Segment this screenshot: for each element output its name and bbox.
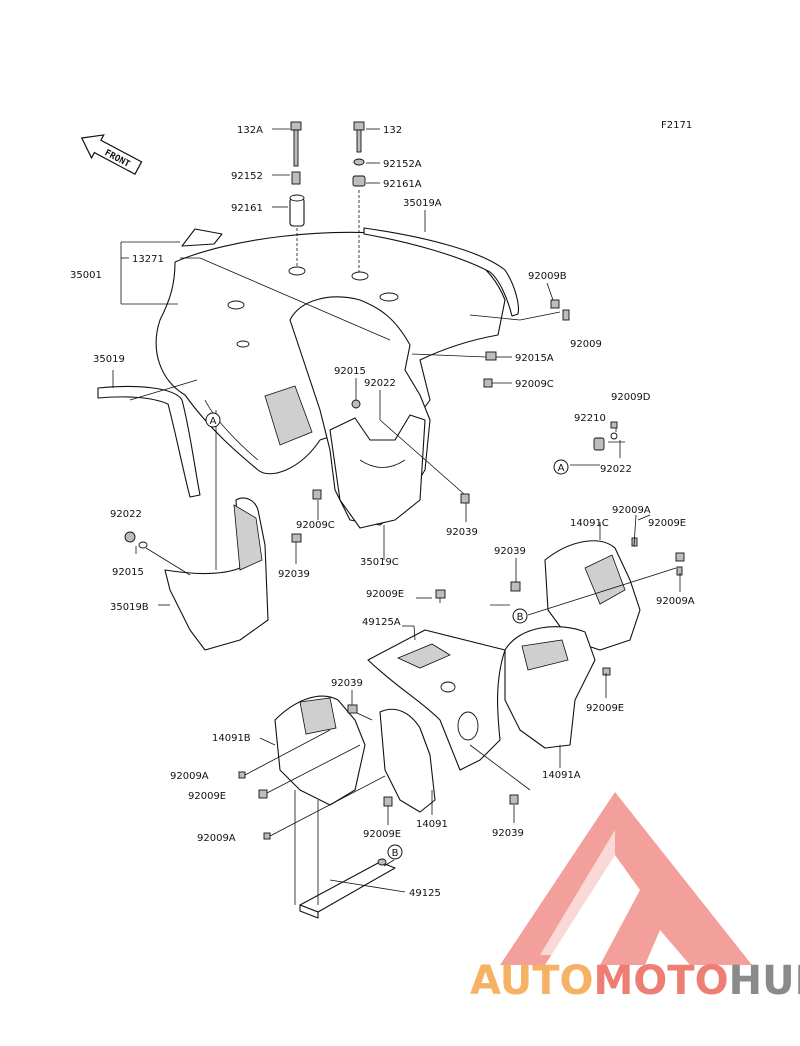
front-direction-arrow: FRONT (80, 134, 143, 176)
svg-text:A: A (210, 416, 217, 427)
part-label: 35019B (110, 602, 149, 613)
part-label: 92009A (612, 505, 651, 516)
cover-14091 (379, 708, 436, 813)
callout-a-fender: A (205, 412, 221, 428)
watermark-hub: HUB (729, 958, 800, 1004)
part-label: 49125A (362, 617, 401, 628)
part-label: 14091 (416, 819, 448, 830)
figure-code: F2171 (661, 120, 692, 131)
part-label: 92009C (296, 520, 335, 531)
inner-fender-35019C (289, 296, 431, 529)
part-label: 13271 (132, 254, 164, 265)
part-label: 92009E (188, 791, 226, 802)
part-label: 92039 (494, 546, 526, 557)
part-label: 92039 (331, 678, 363, 689)
part-label: 92161 (231, 203, 263, 214)
part-label: 92152 (231, 171, 263, 182)
part-label: 92022 (110, 509, 142, 520)
part-label: 49125 (409, 888, 441, 899)
fasteners (124, 299, 685, 866)
part-label: 14091B (212, 733, 251, 744)
cover-14091A (504, 626, 596, 749)
part-label: 92009A (170, 771, 209, 782)
part-label: 92009E (366, 589, 404, 600)
part-label: 92009 (570, 339, 602, 350)
part-label: 14091C (570, 518, 609, 529)
flap-35019A (363, 227, 519, 317)
callout-a-bracket: A (553, 459, 569, 475)
part-label: 35001 (70, 270, 102, 281)
part-label: 92210 (574, 413, 606, 424)
watermark-auto: AUTO (470, 958, 594, 1004)
flap-35019 (97, 386, 201, 498)
part-label: 35019 (93, 354, 125, 365)
part-label: 92015 (112, 567, 144, 578)
cover-14091C (544, 540, 641, 651)
part-label: 35019C (360, 557, 399, 568)
part-label: 92009D (611, 392, 651, 403)
part-label: 92039 (278, 569, 310, 580)
bracket-35019B (164, 497, 269, 651)
part-label: 92009E (363, 829, 401, 840)
leader-lines (112, 128, 681, 905)
part-label: 92015 (334, 366, 366, 377)
watermark-moto: MOTO (594, 958, 729, 1004)
svg-text:B: B (517, 612, 524, 623)
svg-text:AUTOMOTOHUB: AUTOMOTOHUB (470, 958, 800, 1004)
part-label: 92009E (586, 703, 624, 714)
triangle-logo-icon (500, 792, 752, 965)
part-label: 92039 (446, 527, 478, 538)
hardware-stack-right (352, 121, 366, 187)
part-label: 92152A (383, 159, 422, 170)
part-label: 92161A (383, 179, 422, 190)
svg-text:A: A (558, 463, 565, 474)
part-label: 92015A (515, 353, 554, 364)
cover-49125A (367, 629, 506, 771)
part-label: 92009A (656, 596, 695, 607)
hardware-stack-left (289, 121, 305, 227)
callout-b-bottom: B (387, 844, 403, 860)
cover-14091B (274, 695, 366, 806)
part-label: 92009B (528, 271, 567, 282)
part-label: 132 (383, 125, 402, 136)
part-label: 92009E (648, 518, 686, 529)
callout-b-right: B (512, 608, 528, 624)
part-label: 92009A (197, 833, 236, 844)
trim-13271 (181, 228, 223, 247)
plate-49125 (299, 861, 396, 919)
part-label: 132A (237, 125, 263, 136)
part-labels: 132A 132 92152 92152A 92161 92161A 35019… (70, 125, 695, 899)
part-label: 92022 (364, 378, 396, 389)
svg-text:B: B (392, 848, 399, 859)
watermark-logo: AUTOMOTOHUB (470, 792, 800, 1004)
part-label: 92009C (515, 379, 554, 390)
part-label: 14091A (542, 770, 581, 781)
part-label: 35019A (403, 198, 442, 209)
part-label: 92022 (600, 464, 632, 475)
part-label: 92039 (492, 828, 524, 839)
